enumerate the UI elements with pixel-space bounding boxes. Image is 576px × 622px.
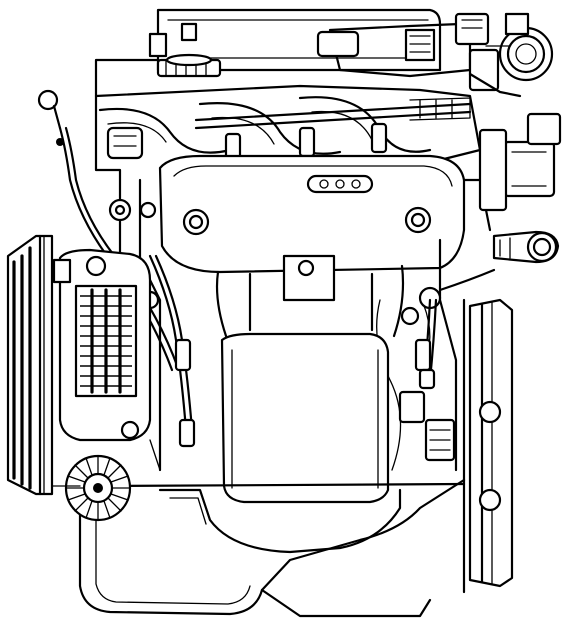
outer-outline [51,58,432,618]
water-pump-pulley [462,298,514,594]
oil-pressure-sensor [398,390,456,462]
exhaust-bracket [215,254,405,338]
power-steering-pulley [64,454,132,522]
alternator [52,248,152,442]
thermostat-housing [106,126,144,160]
flywheel-cover [220,332,390,504]
intake-runners [94,84,482,164]
spark-plug-wires [148,254,496,448]
exhaust-heat-shield [158,154,466,274]
throttle-body [316,12,554,98]
oil-filler-cap [156,53,222,78]
intake-plenum [148,8,442,72]
oil-pan [78,478,466,616]
ignition-coil [478,112,562,212]
upper-radiator-hose-outlet [492,230,560,264]
crankshaft-pulley [6,234,54,496]
